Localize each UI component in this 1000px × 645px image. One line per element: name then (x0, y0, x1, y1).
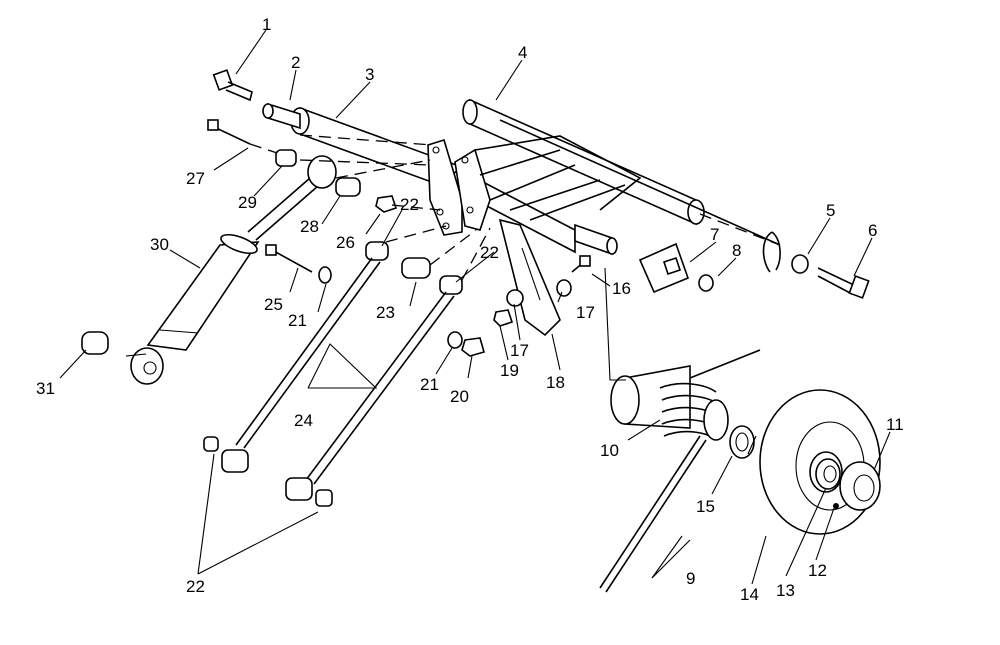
callout-14: 14 (740, 585, 759, 604)
shock-absorber-30 (130, 155, 337, 385)
bolt-16 (571, 255, 591, 273)
callout-9: 9 (686, 569, 695, 588)
callout-labels: 1 2 3 4 5 6 7 8 9 10 11 12 13 14 15 16 1… (36, 15, 904, 604)
washer-15 (729, 425, 755, 459)
callout-16: 16 (612, 279, 631, 298)
callout-10: 10 (600, 441, 619, 460)
spring-arm-9 (599, 435, 707, 593)
callout-27: 27 (186, 169, 205, 188)
retainer-7 (638, 242, 690, 294)
callout-6: 6 (868, 221, 877, 240)
dashed-guides (299, 134, 491, 281)
washer-17b (556, 279, 572, 297)
callout-17-right: 17 (576, 303, 595, 322)
long-bolt-27 (207, 119, 281, 155)
long-rail-right (499, 119, 781, 246)
callout-11: 11 (886, 415, 904, 434)
spring-housing-10 (610, 365, 691, 429)
callout-8: 8 (732, 241, 741, 260)
callout-4: 4 (518, 43, 527, 62)
callout-22-top: 22 (400, 195, 419, 214)
leader-lines (59, 29, 891, 585)
callout-20: 20 (450, 387, 469, 406)
bracket-plates (427, 138, 491, 236)
nut-19 (493, 309, 514, 327)
callout-17-left: 17 (510, 341, 529, 360)
callout-18: 18 (546, 373, 565, 392)
callout-23: 23 (376, 303, 395, 322)
nut-20 (461, 337, 485, 357)
bushing-28 (335, 177, 361, 197)
callout-15: 15 (696, 497, 715, 516)
callout-22-bottom: 22 (186, 577, 205, 596)
callout-13: 13 (776, 581, 795, 600)
bushing-31 (81, 331, 109, 355)
front-shaft-2 (262, 102, 301, 130)
clip (762, 231, 781, 273)
washer-8 (698, 274, 714, 292)
bearing-11 (833, 461, 881, 511)
washer-17a (506, 289, 524, 307)
callout-26: 26 (336, 233, 355, 252)
washer-5 (791, 254, 809, 274)
torsion-spring (659, 349, 761, 441)
callout-2: 2 (291, 53, 300, 72)
bushing-29 (275, 149, 297, 167)
callout-31: 31 (36, 379, 55, 398)
callout-21-upper: 21 (288, 311, 307, 330)
bearing-13 (815, 458, 841, 490)
callout-5: 5 (826, 201, 835, 220)
callout-22-mid: 22 (480, 243, 499, 262)
diagonal-braces (474, 135, 642, 221)
callout-29: 29 (238, 193, 257, 212)
callout-30: 30 (150, 235, 169, 254)
callout-19: 19 (500, 361, 519, 380)
callout-7: 7 (710, 225, 719, 244)
washer-21a (318, 266, 332, 284)
washer-21b (447, 331, 463, 349)
bolt-25 (265, 244, 313, 273)
callout-24: 24 (294, 411, 313, 430)
callout-12: 12 (808, 561, 827, 580)
bolt-1 (212, 69, 253, 102)
link-left-24 (203, 241, 389, 473)
bushing-23 (401, 257, 431, 279)
assembly-guide-line (604, 267, 626, 381)
callout-1: 1 (262, 15, 271, 34)
callout-21-lower: 21 (420, 375, 439, 394)
callout-28: 28 (300, 217, 319, 236)
link-right-24 (285, 275, 463, 507)
nut-26 (375, 195, 398, 213)
callout-25: 25 (264, 295, 283, 314)
bolt-6 (817, 267, 870, 299)
callout-3: 3 (365, 65, 374, 84)
